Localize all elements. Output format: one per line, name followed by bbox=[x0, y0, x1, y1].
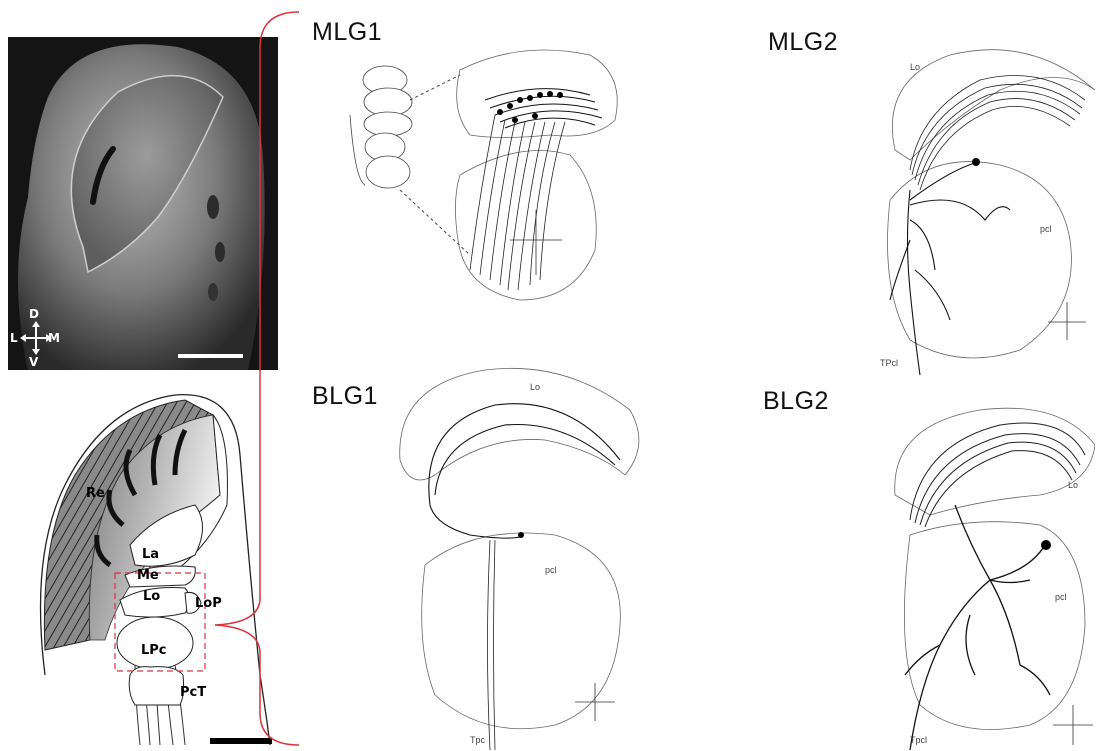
mlg2-lpc-label: pcl bbox=[1040, 224, 1052, 234]
label-lpc: LPc bbox=[141, 643, 167, 658]
label-pct: PcT bbox=[180, 685, 206, 700]
neuron-drawing-blg1 bbox=[395, 365, 655, 750]
compass-dorsal: D bbox=[29, 307, 39, 321]
panel-title-blg1: BLG1 bbox=[312, 382, 378, 411]
blg1-lpc-label: pcl bbox=[545, 565, 557, 575]
neuron-drawing-mlg1 bbox=[340, 40, 640, 320]
mlg2-lo-label: Lo bbox=[910, 62, 920, 72]
label-la: La bbox=[142, 547, 159, 562]
compass-arrows-icon bbox=[20, 321, 52, 355]
zoom-bracket bbox=[205, 8, 305, 748]
panel-title-mlg2: MLG2 bbox=[768, 28, 838, 57]
mlg2-tract-label: TPcl bbox=[880, 358, 898, 368]
neuron-drawing-blg2 bbox=[880, 405, 1095, 750]
label-me: Me bbox=[137, 568, 159, 583]
label-re: Re bbox=[86, 486, 105, 501]
compass-lateral: L bbox=[10, 331, 18, 345]
neuron-drawing-mlg2 bbox=[870, 40, 1095, 380]
blg1-tract-label: Tpc bbox=[470, 735, 485, 745]
label-lo: Lo bbox=[143, 589, 160, 604]
compass-ventral: V bbox=[29, 355, 38, 369]
blg2-lpc-label: pcl bbox=[1055, 592, 1067, 602]
panel-title-blg2: BLG2 bbox=[763, 387, 829, 416]
blg1-lo-label: Lo bbox=[530, 382, 540, 392]
blg2-lo-label: Lo bbox=[1068, 480, 1078, 490]
blg2-tract-label: Tpcl bbox=[910, 735, 927, 745]
